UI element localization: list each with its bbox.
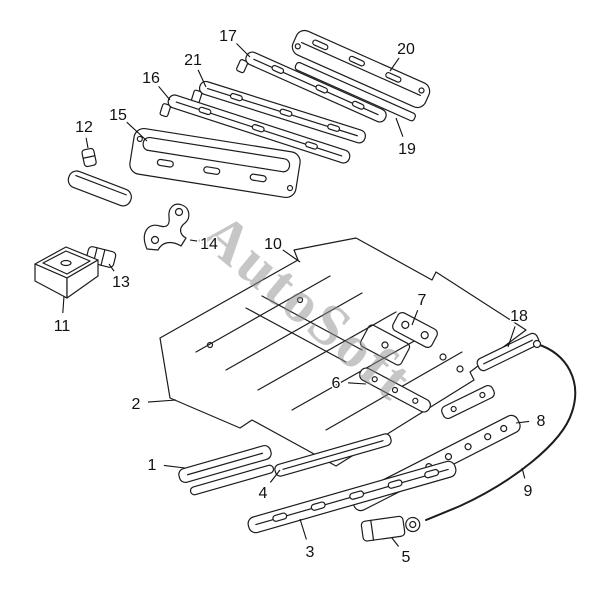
- roof-assembly: [129, 29, 431, 199]
- callout-number: 9: [524, 483, 533, 500]
- callout-number: 6: [332, 375, 341, 392]
- callout-leader-line: [158, 85, 171, 101]
- callout-5: 5: [391, 537, 412, 568]
- callout-9: 9: [521, 467, 534, 502]
- callout-number: 17: [219, 28, 237, 45]
- callout-12: 12: [74, 118, 95, 149]
- part-sill-strip: [178, 444, 272, 484]
- callout-leader-line: [236, 43, 251, 58]
- callout-21: 21: [183, 51, 207, 88]
- part-roof-bow: [190, 80, 367, 144]
- part-clip: [81, 147, 97, 168]
- callout-number: 12: [75, 119, 93, 136]
- callout-leader-line: [347, 382, 367, 385]
- callout-15: 15: [108, 106, 148, 142]
- callout-18: 18: [507, 307, 530, 348]
- callout-number: 15: [109, 107, 127, 124]
- part-roof-header-panel: [129, 127, 301, 199]
- callout-leader-line: [389, 57, 400, 72]
- callout-number: 7: [418, 292, 427, 309]
- callout-leader-line: [395, 117, 404, 137]
- part-bracket: [143, 203, 190, 251]
- callout-number: 13: [112, 274, 130, 291]
- floor-assembly: [159, 237, 577, 542]
- callout-leader-line: [108, 263, 115, 272]
- callout-20: 20: [389, 40, 417, 72]
- callout-leader-line: [85, 137, 89, 149]
- callout-17: 17: [218, 27, 251, 58]
- callout-7: 7: [411, 291, 428, 326]
- callout-number: 2: [132, 396, 141, 413]
- callout-leader-line: [282, 249, 301, 263]
- part-sill-strip: [274, 433, 392, 477]
- callout-number: 3: [306, 544, 315, 561]
- callout-number: 11: [54, 318, 71, 335]
- part-sunvisor: [67, 170, 132, 207]
- callout-number: 10: [264, 236, 282, 253]
- callout-11: 11: [52, 295, 72, 337]
- callout-10: 10: [263, 235, 301, 263]
- callout-number: 4: [259, 485, 268, 502]
- callout-number: 1: [148, 457, 157, 474]
- callout-6: 6: [330, 374, 367, 394]
- callout-number: 21: [184, 52, 202, 69]
- callout-leader-line: [515, 420, 530, 424]
- callout-leader-line: [411, 310, 419, 326]
- part-roof-rear-rail: [291, 29, 431, 122]
- callout-8: 8: [515, 412, 547, 432]
- callout-number: 20: [397, 41, 415, 58]
- callout-2: 2: [130, 395, 177, 415]
- callout-leader-line: [163, 464, 186, 469]
- callout-13: 13: [108, 263, 132, 293]
- callout-leader-line: [197, 69, 207, 88]
- part-floor-rail: [359, 367, 431, 413]
- callout-16: 16: [141, 69, 171, 101]
- callout-number: 16: [142, 70, 160, 87]
- callout-leader-line: [521, 467, 526, 479]
- callout-leader-line: [189, 239, 198, 242]
- callout-number: 5: [402, 549, 411, 566]
- callout-leader-line: [391, 537, 400, 547]
- part-roof-bow: [159, 94, 351, 164]
- callout-number: 14: [200, 236, 218, 253]
- part-crossmember: [441, 384, 495, 420]
- callout-number: 8: [537, 413, 546, 430]
- callout-leader-line: [507, 326, 516, 348]
- callout-leader-line: [62, 295, 65, 314]
- part-sill-strip: [476, 332, 540, 372]
- callout-leader-line: [299, 518, 307, 540]
- callout-leader-line: [269, 469, 281, 483]
- callout-leader-line: [147, 399, 177, 403]
- callout-1: 1: [146, 456, 186, 476]
- callout-4: 4: [257, 469, 281, 504]
- callout-leader-line: [126, 121, 148, 142]
- callout-19: 19: [395, 117, 418, 160]
- part-console-tray: [34, 246, 99, 299]
- part-sill-strip: [189, 464, 275, 496]
- part-rocker-sill: [247, 460, 457, 534]
- part-floor-bracket: [392, 312, 438, 348]
- callout-3: 3: [299, 518, 316, 563]
- part-roof-bow: [236, 51, 387, 123]
- interior-parts: [34, 147, 190, 299]
- callout-14: 14: [189, 235, 220, 255]
- part-release-cable: [425, 339, 577, 521]
- callout-number: 18: [510, 308, 528, 325]
- callout-number: 19: [398, 141, 416, 158]
- part-latch: [360, 515, 421, 542]
